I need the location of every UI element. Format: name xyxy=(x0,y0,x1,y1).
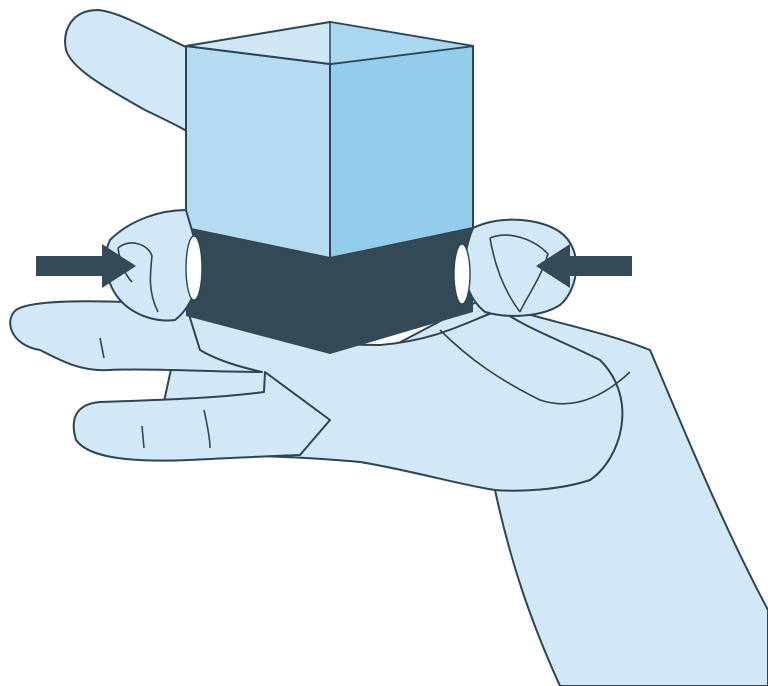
left-contact-highlight xyxy=(186,236,202,300)
right-contact-highlight xyxy=(454,244,470,304)
index-finger xyxy=(65,10,188,132)
cube-right-face xyxy=(330,46,473,258)
cube-left-face xyxy=(186,46,330,258)
